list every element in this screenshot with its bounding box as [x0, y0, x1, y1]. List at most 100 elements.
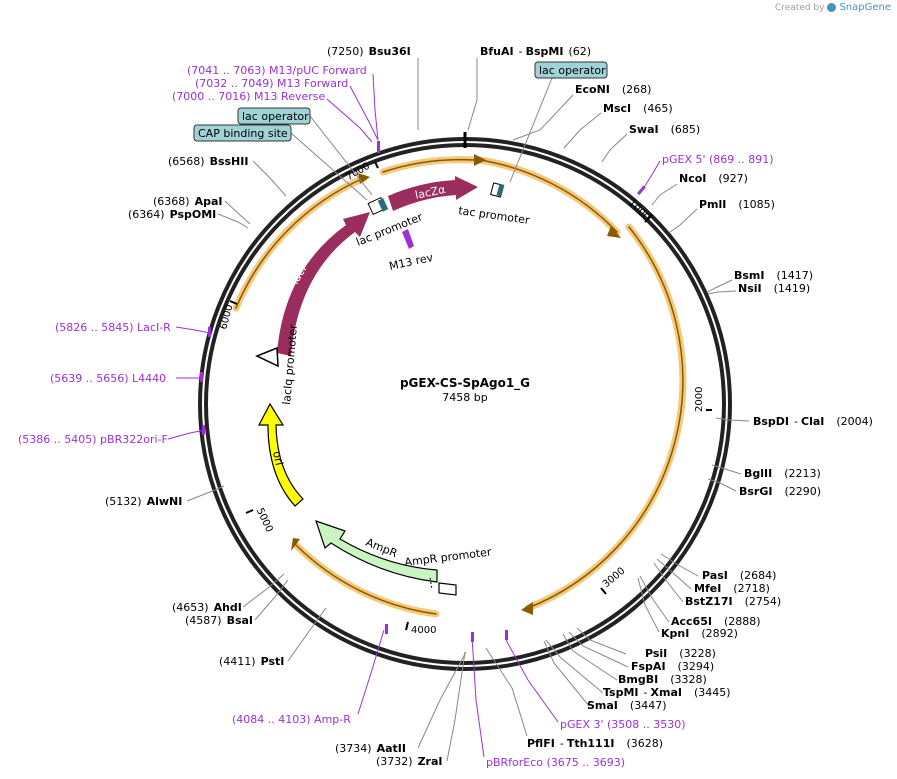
leader-nsii [707, 290, 737, 295]
box-leader-lac-operator-top [509, 77, 553, 183]
site-apai: (6368)ApaI [153, 195, 222, 208]
leader-pasi [660, 553, 699, 577]
leader-msci [563, 112, 602, 149]
primer-mark-m13 [377, 141, 380, 153]
plasmid-length: 7458 bp [442, 391, 487, 404]
site-swai: SwaI(685) [629, 123, 700, 136]
tick-label-6000: 6000 [218, 303, 235, 330]
lacza-feature: lacZα [388, 176, 478, 211]
primer-leader-laci-r [175, 326, 211, 334]
leader-bmgbi [562, 633, 618, 681]
primer-leader-m13f [349, 85, 379, 141]
primer-pgex5: pGEX 5' (869 .. 891) [662, 153, 774, 166]
tick-label-2000: 2000 [694, 387, 705, 412]
site-bstz17i: BstZ17I(2754) [685, 595, 781, 608]
primer-leader-lines [167, 73, 661, 758]
leader-mfei [656, 558, 692, 590]
primer-leader-m13r [326, 98, 373, 143]
primer-mark-ampr [385, 624, 388, 634]
arrowhead-upper-right [607, 226, 621, 238]
site-pasi: PasI(2684) [702, 569, 776, 582]
leader-psti [287, 607, 327, 662]
leader-bsmi [707, 279, 733, 293]
primer-leader-pbrforeco [471, 636, 485, 758]
orf-arc-big-line [527, 226, 684, 609]
box-label-lac-operator-left: lac operator [242, 110, 309, 123]
site-bsu36i: (7250)Bsu36I [327, 45, 411, 58]
box-lac-operator-left: lac operator [237, 107, 373, 196]
site-ncoi: NcoI(927) [679, 172, 748, 185]
tick-4000 [405, 621, 409, 631]
primer-mark-pgex5 [637, 185, 646, 196]
leader-kpni [637, 577, 660, 633]
leader-bspdi [715, 417, 750, 422]
leader-swai [601, 133, 628, 163]
leader-bsshii [252, 160, 287, 197]
tick-7000 [374, 161, 379, 169]
primer-pgex3: pGEX 3' (3508 .. 3530) [560, 718, 686, 731]
tick-1000 [644, 214, 653, 223]
site-bsai: (4587)BsaI [185, 614, 253, 627]
site-fspai: FspAI(3294) [631, 660, 714, 673]
box-leader-lac-operator-left [309, 115, 373, 196]
leader-bglii [711, 464, 742, 475]
leader-alwni [186, 485, 225, 502]
site-psti: (4411)PstI [219, 655, 284, 668]
box-label-lac-operator-top: lac operator [539, 64, 606, 77]
site-bsshii: (6568)BssHII [168, 155, 248, 168]
primer-leader-pbr322ori [167, 429, 206, 440]
site-acc65i: Acc65I(2888) [671, 615, 761, 628]
box-leader-cap-binding-site [290, 132, 368, 201]
tick-3000 [600, 587, 607, 595]
leader-ncoi [651, 183, 678, 206]
tick-6000 [229, 300, 238, 305]
leader-pflfi [485, 647, 528, 737]
primer-mark-pgex3 [505, 630, 508, 640]
credit-brand: SnapGene [839, 2, 891, 13]
orf-arc-upper-right-line [479, 159, 618, 233]
box-lac-operator-top: lac operator [509, 61, 608, 183]
site-psii: PsiI(3228) [645, 647, 716, 660]
leader-econi [512, 94, 574, 141]
primer-l4440: (5639 .. 5656) L4440 [50, 372, 166, 385]
site-zrai: (3732)ZraI [376, 755, 443, 768]
tick-label-5000: 5000 [254, 506, 275, 534]
leader-apai [224, 200, 251, 225]
orf-arc-top-line [382, 158, 475, 173]
arrowhead-lower-left [291, 538, 300, 551]
primer-amp-r: (4084 .. 4103) Amp-R [232, 713, 351, 726]
orf-arcs [232, 156, 687, 618]
primer-leader-pgex3 [505, 639, 559, 723]
tac-promoter-label: tac promoter [458, 204, 531, 227]
leader-bsrgi [707, 478, 737, 492]
site-msci: MscI(465) [603, 102, 673, 115]
site-bglii: BglII(2213) [744, 467, 821, 480]
site-pmli: PmlI(1085) [699, 198, 775, 211]
primer-pbrforeco: pBRforEco (3675 .. 3693) [486, 756, 625, 769]
ori-feature: ori [258, 402, 304, 507]
primer-leader-m13puc [372, 73, 379, 141]
site-leader-lines [186, 58, 750, 762]
primer-laci-r: (5826 .. 5845) LacI-R [55, 321, 171, 334]
site-econi: EcoNI(268) [575, 83, 651, 96]
laci-feature: lacI [277, 212, 370, 356]
site-tspmi-xmai: TspMI-XmaI(3445) [603, 686, 731, 699]
site-alwni: (5132)AlwNI [105, 495, 182, 508]
ampr-promoter-label: AmpR promoter [404, 545, 493, 569]
orf-arc-big [524, 223, 687, 612]
laciq-promoter-feature: lacIq promoter [255, 323, 300, 405]
leader-fspai [568, 631, 629, 668]
primer-m13puc-forward: (7041 .. 7063) M13/pUC Forward [187, 64, 367, 77]
primer-m13-forward: (7032 .. 7049) M13 Forward [195, 77, 348, 90]
leader-zrai [446, 651, 466, 762]
site-bsmi: BsmI(1417) [734, 269, 813, 282]
leader-ahdi [242, 573, 285, 608]
m13-rev-feature: M13 rev [388, 229, 435, 273]
arrowhead-top [474, 154, 486, 166]
site-labels: (7250)Bsu36I BfuAI-BspMI(62) EcoNI(268) … [105, 45, 873, 768]
leader-pspomi [217, 213, 249, 229]
site-mfei: MfeI(2718) [694, 582, 770, 595]
primer-marks [200, 141, 646, 642]
leader-bstz17i [653, 562, 684, 603]
primer-mark-pbr322ori [202, 425, 205, 435]
